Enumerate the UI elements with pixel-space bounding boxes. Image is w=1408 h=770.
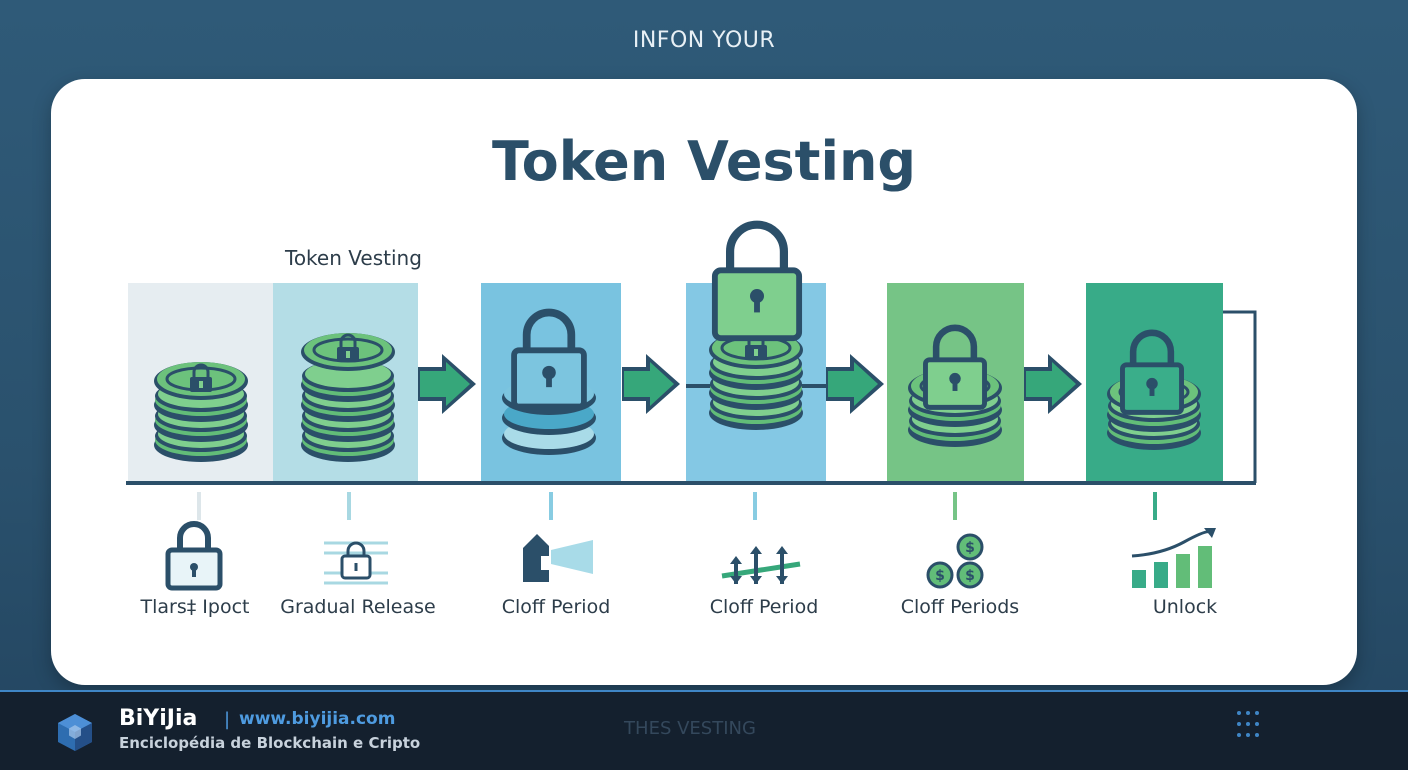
locked-coins-icon — [707, 220, 805, 430]
tick-mark — [347, 492, 351, 520]
arrow-icon — [1024, 354, 1082, 414]
tick-mark — [953, 492, 957, 520]
growth-chart-icon — [1131, 528, 1216, 588]
step-label-1: Tlars‡ Ipoct — [140, 596, 250, 618]
locked-coins-icon — [906, 324, 1004, 447]
step-label-2: Gradual Release — [280, 596, 436, 618]
coins-icon: $ $ $ — [926, 533, 984, 589]
tick-mark — [753, 492, 757, 520]
brand-url-link[interactable]: www.biyijia.com — [239, 709, 396, 729]
timeline-bracket — [1223, 310, 1257, 483]
svg-text:$: $ — [965, 540, 975, 556]
step-label-6: Unlock — [1152, 596, 1218, 618]
coin-stack-icon — [152, 360, 250, 462]
svg-text:$: $ — [935, 568, 945, 584]
flag-icon — [523, 534, 593, 582]
arrow-icon — [826, 354, 884, 414]
diagram-subtitle: Token Vesting — [285, 246, 422, 270]
locked-coins-icon — [502, 308, 596, 455]
footer-bar: BiYiJia | www.biyijia.com Enciclopédia d… — [0, 690, 1408, 770]
coin-stack-icon — [299, 331, 397, 462]
lock-icon — [165, 521, 223, 591]
page-title: Token Vesting — [491, 130, 917, 193]
arrow-icon — [622, 354, 680, 414]
step-label-5: Cloff Periods — [900, 596, 1020, 618]
step-label-3: Cloff Period — [501, 596, 611, 618]
cube-logo-icon — [58, 714, 92, 751]
grid-dots-icon[interactable] — [1236, 710, 1266, 740]
header-caption: INFON YOUR — [632, 28, 776, 53]
tick-mark — [1153, 492, 1157, 520]
lock-list-icon — [324, 541, 388, 585]
locked-coins-icon — [1105, 329, 1203, 450]
tick-mark — [197, 492, 201, 520]
step-label-4: Cloff Period — [709, 596, 819, 618]
brand-tagline: Enciclopédia de Blockchain e Cripto — [119, 734, 421, 752]
brand-separator: | — [224, 709, 231, 730]
brand-name: BiYiJia — [119, 706, 198, 731]
svg-text:$: $ — [965, 568, 975, 584]
trend-arrows-icon — [721, 546, 801, 584]
arrow-icon — [418, 354, 476, 414]
footer-center-text: THES VESTING — [624, 718, 756, 739]
tick-mark — [549, 492, 553, 520]
